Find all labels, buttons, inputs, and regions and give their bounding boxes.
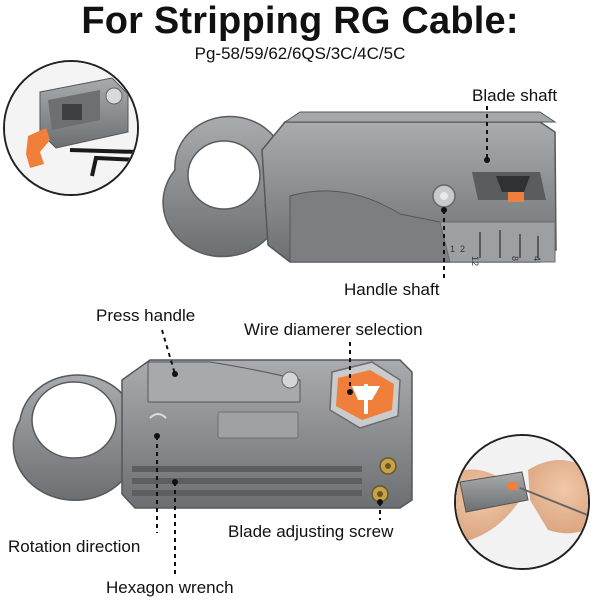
scale-mark-side-1: 1 <box>450 244 455 254</box>
label-handle-shaft: Handle shaft <box>344 280 440 299</box>
label-blade-shaft: Blade shaft <box>472 86 558 105</box>
label-rotation-direction: Rotation direction <box>8 537 141 556</box>
label-wire-diameter-selection: Wire diamerer selection <box>244 320 423 339</box>
scale-mark-8: 8 <box>510 256 520 261</box>
cable-types-subtitle: Pg-58/59/62/6QS/3C/4C/5C <box>194 44 406 63</box>
label-hexagon-wrench: Hexagon wrench <box>106 578 234 597</box>
tool-top <box>162 111 557 263</box>
label-blade-adjusting-screw: Blade adjusting screw <box>228 522 394 541</box>
tool-bottom <box>12 359 413 509</box>
inset-tool-closeup <box>3 60 139 196</box>
callout-leaders <box>156 106 488 578</box>
label-press-handle: Press handle <box>96 306 196 325</box>
inset-hand-usage <box>454 434 590 570</box>
scale-mark-12: 12 <box>470 256 480 266</box>
callout-dots <box>154 157 490 505</box>
page-title: For Stripping RG Cable: <box>81 0 519 42</box>
scale-mark-4: 4 <box>532 256 542 261</box>
scale-mark-side-2: 2 <box>460 244 465 254</box>
